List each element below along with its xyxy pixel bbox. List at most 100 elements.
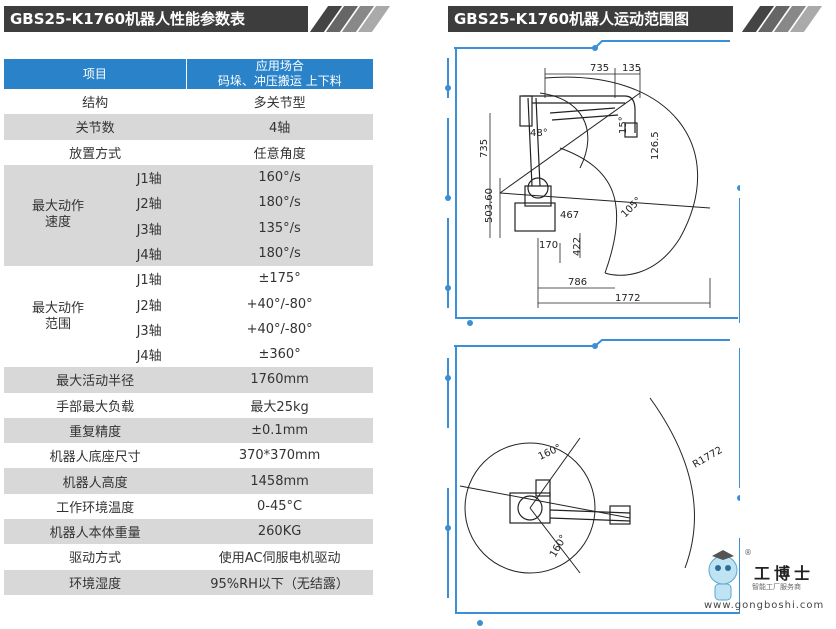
dim-135: 135 <box>622 63 641 74</box>
row-value: 最大25kg <box>186 392 373 418</box>
robot-top-drawing <box>509 479 631 525</box>
speed-group-label: 最大动作 速度 <box>4 164 113 267</box>
row-value: ±0.1mm <box>186 417 373 444</box>
table-row: 最大动作 速度 J1轴 160°/s <box>4 164 373 267</box>
title-stripes-left <box>309 6 391 32</box>
row-label: 机器人高度 <box>4 468 187 494</box>
header-app-line1: 应用场合 <box>255 59 304 73</box>
dim-48-deg: 48° <box>530 128 548 139</box>
row-value: 1458mm <box>186 468 373 494</box>
table-row: 机器人底座尺寸 370*370mm <box>4 443 373 469</box>
table-row: 关节数 4轴 <box>4 114 373 140</box>
dim-503: 503.60 <box>484 188 495 223</box>
row-label: 机器人底座尺寸 <box>4 443 187 469</box>
axis-label: J4轴 <box>112 341 187 368</box>
axis-label: J4轴 <box>112 240 187 267</box>
header-app-line2: 码垛、冲压搬运 上下料 <box>217 74 342 88</box>
table-row: 驱动方式 使用AC伺服电机驱动 <box>4 544 373 570</box>
table-row: J4轴 ±360° <box>4 341 373 368</box>
row-value: 任意角度 <box>186 139 373 165</box>
dim-422: 422 <box>572 237 583 256</box>
brand-logo: 工博士 ® 智能工厂服务商 www.gongboshi.com <box>700 548 830 614</box>
table-row: J2轴 +40°/-80° <box>4 291 373 317</box>
reach-envelope-top <box>459 397 695 574</box>
table-row: J4轴 180°/s <box>4 240 373 267</box>
row-value: 4轴 <box>186 114 373 140</box>
table-row: 重复精度 ±0.1mm <box>4 417 373 444</box>
axis-value: +40°/-80° <box>186 316 373 342</box>
logo-url: www.gongboshi.com <box>704 600 825 611</box>
table-row: J3轴 135°/s <box>4 215 373 241</box>
row-label: 最大活动半径 <box>4 367 187 393</box>
range-group-label: 最大动作 范围 <box>4 266 113 368</box>
row-value: 1760mm <box>186 367 373 393</box>
speed-group-line2: 速度 <box>45 215 72 231</box>
table-row: 工作环境温度 0-45°C <box>4 493 373 520</box>
header-application: 应用场合 码垛、冲压搬运 上下料 <box>186 59 373 89</box>
row-label: 机器人本体重量 <box>4 519 187 545</box>
reach-envelope <box>499 76 711 276</box>
axis-label: J2轴 <box>112 190 187 216</box>
range-group-line2: 范围 <box>45 316 72 332</box>
row-value: 0-45°C <box>186 493 373 520</box>
radius-r1772: R1772 <box>691 445 725 471</box>
dim-15-deg: 15° <box>618 116 629 134</box>
axis-label: J3轴 <box>112 316 187 342</box>
table-row: 最大活动半径 1760mm <box>4 367 373 393</box>
range-diagram-title: GBS25-K1760机器人运动范围图 <box>448 6 733 32</box>
mascot-icon <box>708 550 738 601</box>
logo-reg: ® <box>744 548 752 557</box>
row-label: 工作环境温度 <box>4 493 187 520</box>
row-label: 结构 <box>4 89 187 115</box>
dim-735-left: 735 <box>479 139 490 158</box>
table-header-row: 项目 应用场合 码垛、冲压搬运 上下料 <box>4 59 373 89</box>
side-view-diagram: 735 135 735 503.60 126.5 15° 48° 467 105… <box>445 40 740 326</box>
axis-value: ±175° <box>186 266 373 292</box>
dim-126: 126.5 <box>650 131 661 160</box>
robot-side-drawing <box>514 95 638 232</box>
axis-label: J1轴 <box>112 164 187 191</box>
angle-160-top: 160° <box>537 443 563 463</box>
header-item: 项目 <box>4 59 187 89</box>
dim-735-top: 735 <box>590 63 609 74</box>
table-row: 机器人本体重量 260KG <box>4 519 373 545</box>
table-row: 机器人高度 1458mm <box>4 468 373 494</box>
spec-table: 项目 应用场合 码垛、冲压搬运 上下料 结构 多关节型 关节数 4轴 放置方式 … <box>4 59 373 595</box>
table-row: 结构 多关节型 <box>4 89 373 115</box>
logo-subtitle: 智能工厂服务商 <box>752 583 801 591</box>
axis-label: J3轴 <box>112 215 187 241</box>
table-row: J3轴 +40°/-80° <box>4 316 373 342</box>
row-label: 重复精度 <box>4 417 187 444</box>
row-value: 370*370mm <box>186 443 373 469</box>
speed-group-line1: 最大动作 <box>32 199 85 215</box>
top-view-frame <box>447 339 740 614</box>
axis-value: 180°/s <box>186 240 373 267</box>
dim-1772: 1772 <box>615 293 640 304</box>
axis-label: J2轴 <box>112 291 187 317</box>
table-row: 放置方式 任意角度 <box>4 139 373 165</box>
table-row: 手部最大负载 最大25kg <box>4 392 373 418</box>
side-view-frame <box>447 40 740 323</box>
dim-467: 467 <box>560 210 579 221</box>
row-label: 环境湿度 <box>4 569 187 595</box>
row-label: 关节数 <box>4 114 187 140</box>
axis-value: 160°/s <box>186 164 373 191</box>
row-label: 驱动方式 <box>4 544 187 570</box>
title-stripes-right <box>741 6 825 32</box>
axis-value: 135°/s <box>186 215 373 241</box>
logo-name: 工博士 <box>754 564 815 583</box>
axis-value: ±360° <box>186 341 373 368</box>
dim-786: 786 <box>568 277 587 288</box>
dim-170: 170 <box>539 240 558 251</box>
row-value: 260KG <box>186 519 373 545</box>
dimension-lines <box>489 68 711 308</box>
row-label: 手部最大负载 <box>4 392 187 418</box>
range-group-line1: 最大动作 <box>32 300 85 316</box>
axis-value: 180°/s <box>186 190 373 216</box>
table-row: 环境湿度 95%RH以下（无结露） <box>4 569 373 595</box>
axis-label: J1轴 <box>112 266 187 292</box>
table-row: J2轴 180°/s <box>4 190 373 216</box>
row-value: 使用AC伺服电机驱动 <box>186 544 373 570</box>
row-value: 95%RH以下（无结露） <box>186 569 373 595</box>
row-label: 放置方式 <box>4 139 187 165</box>
